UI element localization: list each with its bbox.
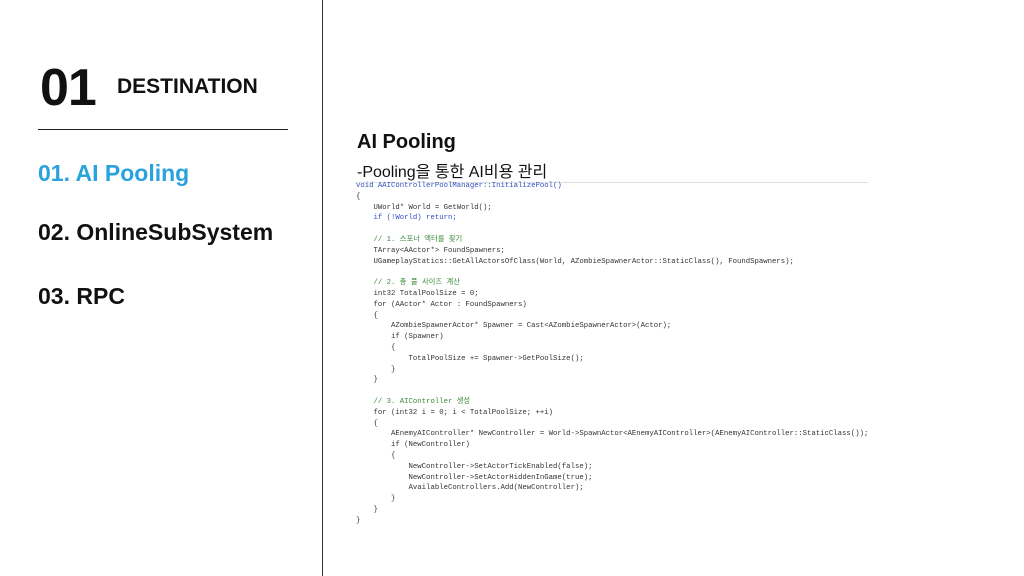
code-line: { <box>356 343 396 352</box>
code-line: UWorld* World = GetWorld(); <box>356 203 492 212</box>
vertical-divider <box>322 0 323 576</box>
section-title: DESTINATION <box>117 75 258 98</box>
code-line: int32 TotalPoolSize = 0; <box>356 289 479 298</box>
code-line: AEnemyAIController* NewController = Worl… <box>356 430 869 439</box>
code-line: // 2. 총 풀 사이즈 계산 <box>356 279 460 288</box>
code-line: void AAIControllerPoolManager::Initializ… <box>356 182 562 190</box>
code-line: NewController->SetActorTickEnabled(false… <box>356 462 593 471</box>
code-line: for (AActor* Actor : FoundSpawners) <box>356 300 527 309</box>
section-number: 01 <box>40 59 97 117</box>
code-line: } <box>356 495 396 504</box>
content-subtitle: -Pooling을 통한 AI비용 관리 <box>357 164 548 181</box>
code-line: { <box>356 311 378 320</box>
code-line: TotalPoolSize += Spawner->GetPoolSize(); <box>356 354 584 363</box>
code-line: UGameplayStatics::GetAllActorsOfClass(Wo… <box>356 257 794 266</box>
menu-item-ai-pooling[interactable]: 01. AI Pooling <box>38 160 190 186</box>
code-top-border <box>355 182 868 183</box>
code-line: for (int32 i = 0; i < TotalPoolSize; ++i… <box>356 408 554 417</box>
code-line: } <box>356 365 396 374</box>
code-line <box>356 267 868 278</box>
code-line: TArray<AActor*> FoundSpawners; <box>356 246 505 255</box>
menu-item-onlinesubsystem[interactable]: 02. OnlineSubSystem <box>38 219 274 245</box>
code-line: AZombieSpawnerActor* Spawner = Cast<AZom… <box>356 322 672 331</box>
code-line: if (!World) return; <box>356 214 457 223</box>
code-block: void AAIControllerPoolManager::Initializ… <box>356 181 868 527</box>
code-line: { <box>356 192 361 201</box>
code-line: } <box>356 516 361 525</box>
code-line: if (Spawner) <box>356 333 444 342</box>
code-line: } <box>356 376 378 385</box>
code-line <box>356 386 868 397</box>
code-line: { <box>356 451 396 460</box>
code-line <box>356 224 868 235</box>
code-line: NewController->SetActorHiddenInGame(true… <box>356 473 593 482</box>
code-line: } <box>356 505 378 514</box>
code-line: // 1. 스포너 액터를 찾기 <box>356 235 463 244</box>
divider <box>38 129 288 130</box>
code-line: AvailableControllers.Add(NewController); <box>356 484 584 493</box>
code-line: { <box>356 419 378 428</box>
menu-item-rpc[interactable]: 03. RPC <box>38 283 125 309</box>
code-line: if (NewController) <box>356 441 470 450</box>
content-title: AI Pooling <box>357 131 456 153</box>
code-line: // 3. AIController 생성 <box>356 397 471 406</box>
